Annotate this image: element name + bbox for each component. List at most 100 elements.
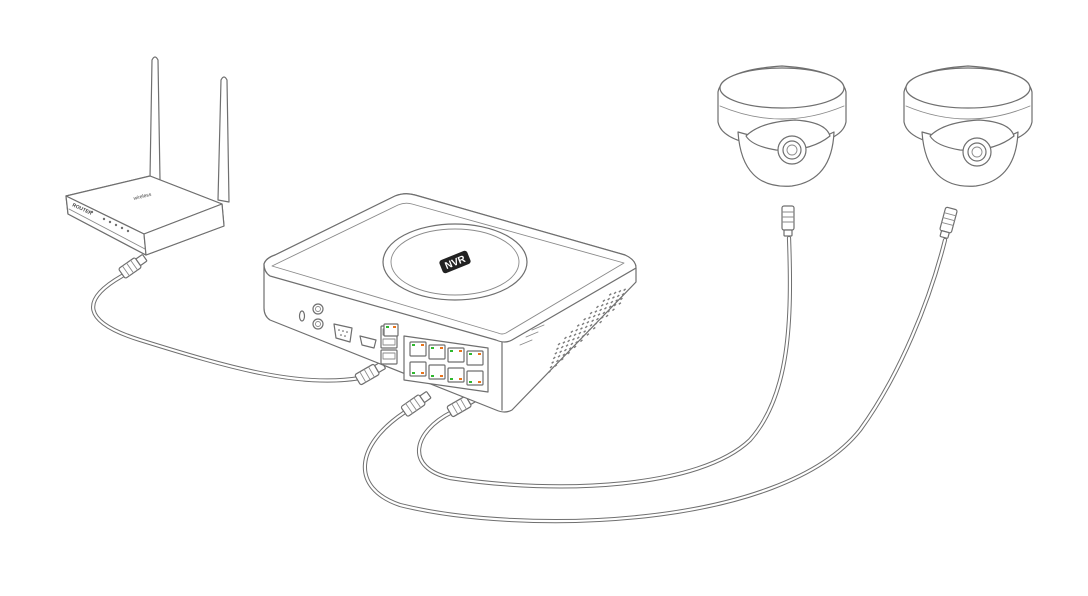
vent-slot	[591, 319, 595, 323]
dome-camera-2	[903, 65, 1033, 187]
vent-slot	[562, 353, 566, 357]
poe-port-1	[409, 341, 427, 357]
vent-slot	[594, 310, 598, 313]
rj45-plug-camera-2	[939, 206, 958, 239]
poe-port-4	[466, 350, 484, 366]
vent-slot	[607, 297, 611, 301]
vent-slot	[557, 354, 561, 358]
cable-router-to-nvr	[91, 273, 363, 383]
vent-slot	[576, 336, 580, 340]
wireless-router: ROUTER wireless	[65, 56, 230, 256]
router-antenna-right	[217, 76, 230, 203]
rj45-plug-nvr-poe-1	[400, 391, 432, 417]
vent-slot	[567, 351, 571, 355]
vent-slot	[565, 344, 569, 347]
vent-slot	[583, 317, 587, 321]
rj45-plug-router	[118, 254, 148, 279]
vent-slot	[612, 296, 615, 299]
vent-slot	[620, 297, 623, 301]
cable-nvr-to-camera-1	[417, 235, 793, 489]
vent-slot	[560, 345, 564, 349]
router-top-label: wireless	[133, 192, 152, 202]
vent-slot	[567, 339, 571, 343]
vent-slot	[575, 328, 579, 332]
vent-slot	[581, 334, 585, 338]
vent-slot	[576, 324, 580, 327]
vent-slot	[552, 356, 556, 360]
vent-slot	[610, 300, 614, 304]
poe-port-block	[403, 335, 489, 393]
vent-slot	[554, 351, 558, 355]
vent-slot	[554, 364, 558, 367]
vent-slot	[588, 328, 591, 332]
vent-slot	[560, 357, 564, 361]
vent-slot	[608, 305, 612, 309]
poe-port-6	[428, 364, 446, 380]
vent-slot	[581, 322, 585, 326]
vent-slot	[602, 299, 606, 303]
nvr-vent-grille	[548, 288, 627, 374]
vent-slot	[559, 350, 563, 354]
vent-slot	[596, 317, 599, 321]
vent-slot	[602, 311, 606, 315]
vent-slot	[570, 342, 574, 346]
vent-slot	[568, 334, 572, 338]
vent-slot	[583, 330, 587, 333]
vent-slot	[575, 340, 579, 344]
nvr-front-leds	[519, 324, 545, 346]
vent-slot	[564, 348, 567, 352]
poe-port-5	[409, 361, 427, 377]
vent-slot	[599, 320, 603, 324]
vent-slot	[589, 323, 593, 327]
vent-slot	[612, 308, 615, 312]
vent-slot	[586, 333, 590, 336]
vent-slot	[568, 347, 572, 350]
cable-nvr-to-camera-2	[362, 237, 948, 524]
vent-slot	[592, 326, 596, 330]
dome-camera-1	[717, 65, 847, 187]
vent-slot	[573, 333, 577, 337]
vent-slot	[580, 339, 583, 343]
vent-slot	[594, 322, 598, 326]
poe-port-3	[447, 347, 465, 363]
vent-slot	[618, 289, 622, 293]
vent-slot	[589, 311, 593, 315]
vent-slot	[597, 313, 601, 316]
nvr-rear-panel	[298, 303, 399, 365]
vent-slot	[557, 342, 561, 346]
router-status-leds	[90, 210, 130, 233]
hdmi-port	[359, 335, 377, 349]
vent-slot	[549, 365, 553, 369]
vent-slot	[556, 347, 559, 351]
nvr-recorder: NVR	[263, 193, 637, 413]
vent-slot	[613, 303, 617, 307]
vent-slot	[623, 288, 627, 292]
vent-slot	[607, 309, 611, 313]
poe-port-2	[428, 344, 446, 360]
vent-slot	[572, 337, 575, 341]
vent-slot	[556, 359, 559, 363]
vent-slot	[616, 294, 620, 298]
vent-slot	[608, 293, 612, 296]
vent-slot	[605, 302, 609, 306]
vent-slot	[562, 341, 566, 344]
poe-port-7	[447, 367, 465, 383]
nvr-logo-disc: NVR	[382, 223, 528, 301]
rj45-plug-camera-1	[781, 205, 795, 237]
vent-slot	[570, 330, 574, 334]
vent-slot	[573, 345, 577, 349]
vent-slot	[588, 316, 591, 320]
vent-slot	[596, 305, 599, 309]
vent-slot	[600, 316, 604, 319]
vent-slot	[564, 336, 567, 340]
vent-slot	[548, 370, 551, 374]
vent-slot	[586, 320, 590, 324]
router-antenna-left	[149, 56, 161, 181]
vent-slot	[551, 361, 555, 364]
vent-slot	[604, 306, 607, 310]
poe-port-8	[466, 370, 484, 386]
vent-slot	[600, 303, 604, 307]
vent-slot	[578, 331, 582, 335]
vent-slot	[613, 291, 617, 295]
vent-slot	[618, 302, 622, 305]
